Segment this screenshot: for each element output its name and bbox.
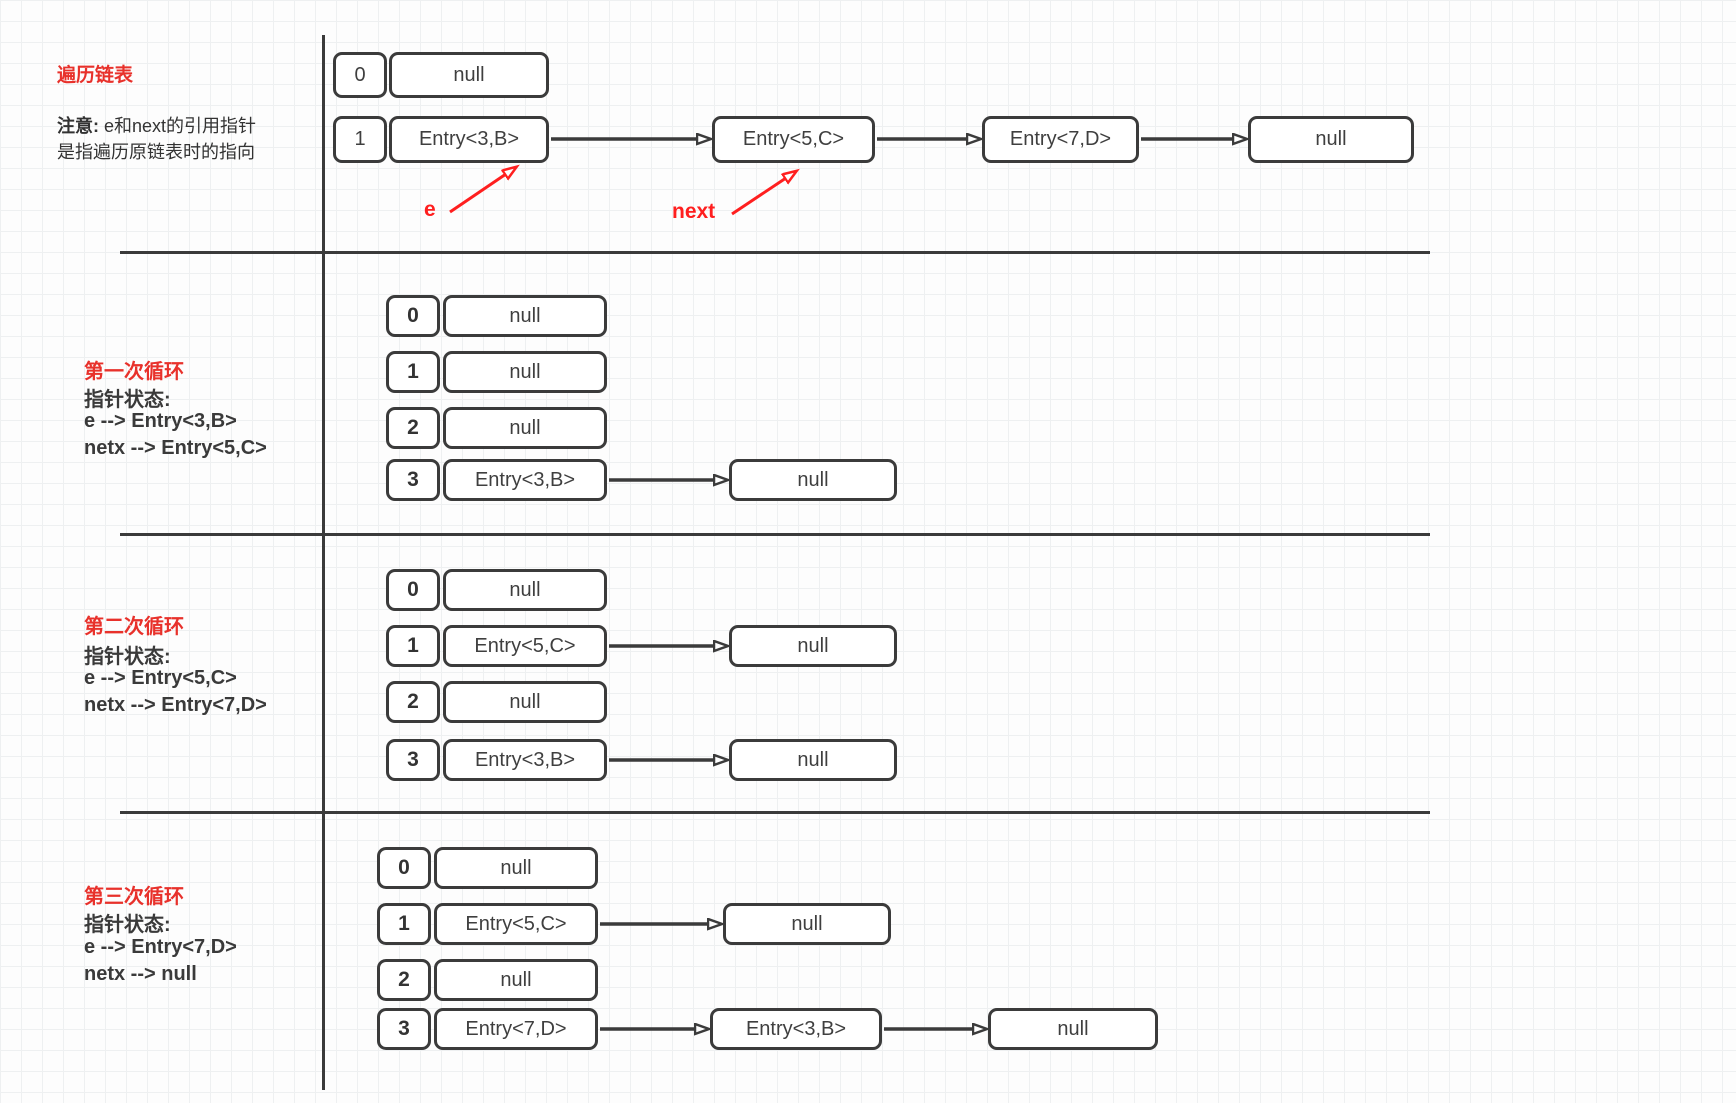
entry-node: Entry<3,B> [443, 739, 607, 781]
entry-node: Entry<5,C> [443, 625, 607, 667]
entry-node: Entry<3,B> [710, 1008, 882, 1050]
null-node: null [723, 903, 891, 945]
entry-node: Entry<7,D> [434, 1008, 598, 1050]
bucket-index: 0 [333, 52, 387, 98]
link-arrow [1141, 127, 1253, 152]
entry-node: Entry<3,B> [443, 459, 607, 501]
link-arrow [609, 748, 733, 773]
link-arrow [551, 127, 717, 152]
bucket-value: null [443, 681, 607, 723]
section1-note-line1: 注意: e和next的引用指针 [57, 112, 256, 138]
bucket-index: 1 [377, 903, 431, 945]
bucket-index: 2 [386, 681, 440, 723]
bucket-value: null [389, 52, 549, 98]
section4-state-line2: netx --> null [84, 963, 197, 985]
null-node: null [729, 459, 897, 501]
pointer-next-label: next [672, 200, 716, 223]
bucket-index: 3 [386, 739, 440, 781]
separator-1 [120, 251, 1430, 254]
section3-state-heading: 指针状态: [84, 646, 171, 668]
section3-state-line2: netx --> Entry<7,D> [84, 694, 267, 716]
bucket-value: null [443, 569, 607, 611]
null-node: null [1248, 116, 1414, 163]
separator-3 [120, 811, 1430, 814]
link-arrow [600, 1017, 715, 1042]
bucket-index: 0 [386, 295, 440, 337]
section4-title: 第三次循环 [84, 886, 184, 908]
separator-2 [120, 533, 1430, 536]
section2-state-line2: netx --> Entry<5,C> [84, 437, 267, 459]
entry-node: Entry<5,C> [434, 903, 598, 945]
link-arrow [877, 127, 987, 152]
bucket-index: 2 [377, 959, 431, 1001]
section2-title: 第一次循环 [84, 361, 184, 383]
section4-state-line1: e --> Entry<7,D> [84, 936, 237, 958]
section1-title: 遍历链表 [57, 65, 134, 86]
section4-state-heading: 指针状态: [84, 914, 171, 936]
bucket-index: 1 [386, 351, 440, 393]
bucket-index: 0 [386, 569, 440, 611]
bucket-value: null [443, 351, 607, 393]
link-arrow [884, 1017, 993, 1042]
null-node: null [729, 625, 897, 667]
link-arrow [600, 912, 728, 937]
bucket-index: 1 [333, 116, 387, 163]
bucket-index: 3 [386, 459, 440, 501]
link-arrow [609, 634, 733, 659]
null-node: null [988, 1008, 1158, 1050]
pointer-e-label: e [424, 198, 436, 221]
section1-note-rest: e和next的引用指针 [99, 116, 257, 136]
pointer-e-arrow [449, 160, 528, 214]
bucket-value: null [434, 959, 598, 1001]
bucket-index: 1 [386, 625, 440, 667]
entry-node: Entry<5,C> [712, 116, 875, 163]
bucket-index: 3 [377, 1008, 431, 1050]
bucket-value: null [443, 407, 607, 449]
bucket-index: 0 [377, 847, 431, 889]
pointer-next-arrow [731, 164, 810, 216]
null-node: null [729, 739, 897, 781]
entry-node: Entry<3,B> [389, 116, 549, 163]
bucket-index: 2 [386, 407, 440, 449]
vertical-divider [322, 35, 325, 1090]
section3-state-line1: e --> Entry<5,C> [84, 667, 237, 689]
section1-note-line2: 是指遍历原链表时的指向 [57, 142, 255, 162]
section1-note-bold: 注意: [57, 116, 99, 136]
section2-state-heading: 指针状态: [84, 389, 171, 411]
link-arrow [609, 468, 733, 493]
section3-title: 第二次循环 [84, 616, 184, 638]
bucket-value: null [434, 847, 598, 889]
entry-node: Entry<7,D> [982, 116, 1139, 163]
section2-state-line1: e --> Entry<3,B> [84, 410, 237, 432]
bucket-value: null [443, 295, 607, 337]
